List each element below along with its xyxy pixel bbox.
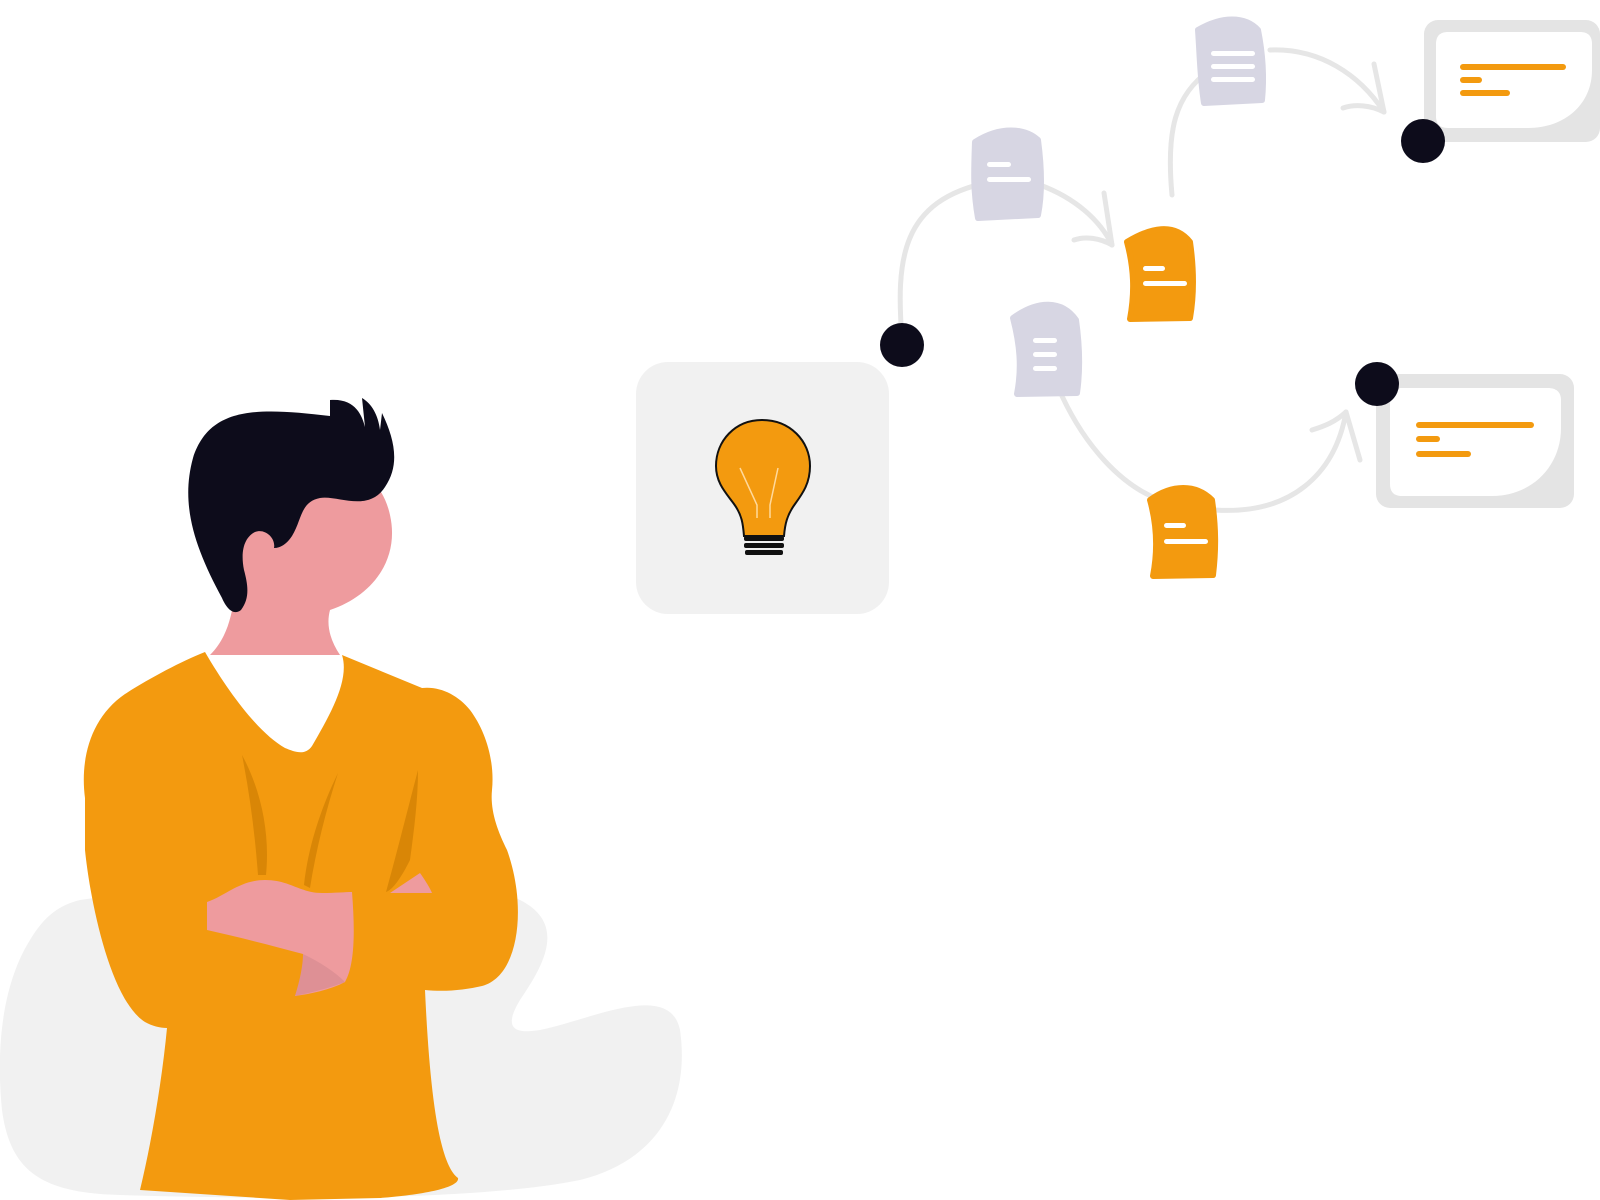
chat-bubble-icon: [1424, 20, 1600, 142]
document-icon: [1124, 226, 1196, 322]
flow-node: [880, 323, 924, 367]
document-icon: [1010, 301, 1083, 397]
chat-bubble-icon: [1376, 374, 1574, 508]
lightbulb-card: [636, 362, 889, 614]
document-icon: [971, 127, 1044, 221]
flow-connectors: [897, 47, 1387, 513]
hair: [188, 398, 395, 613]
person-figure: [83, 398, 518, 1200]
document-icon: [1147, 485, 1219, 579]
flow-node: [1401, 119, 1445, 163]
flow-node: [1355, 362, 1399, 406]
flow-nodes: [880, 119, 1445, 406]
lightbulb-icon: [714, 418, 812, 555]
document-icon: [1195, 16, 1266, 106]
